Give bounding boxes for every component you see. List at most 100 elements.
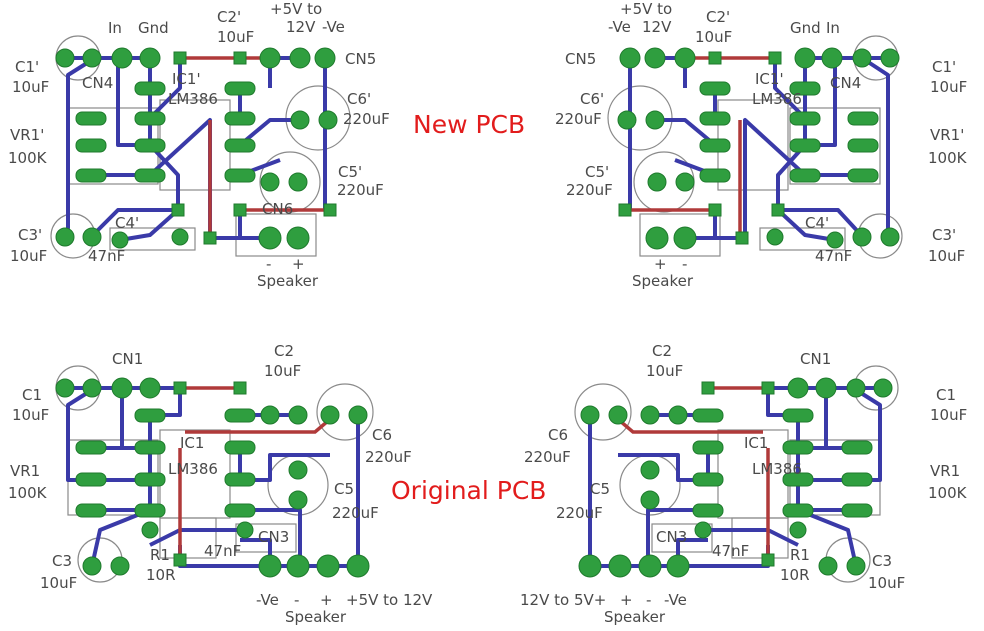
cn3-label: CN3 bbox=[258, 528, 289, 546]
minus-label: - bbox=[646, 591, 651, 609]
c3-value: 10uF bbox=[928, 247, 965, 265]
supply-label-1: +5V to bbox=[270, 0, 322, 18]
cn1-label: CN1 bbox=[800, 350, 831, 368]
c4-value: 47nF bbox=[204, 542, 241, 560]
c6-label: C6 bbox=[372, 426, 392, 444]
cn1-label: CN1 bbox=[112, 350, 143, 368]
c2-label: C2' bbox=[706, 8, 730, 26]
plus-label: + bbox=[620, 591, 633, 609]
speaker-label: Speaker bbox=[285, 608, 347, 626]
c6-value: 220uF bbox=[524, 448, 571, 466]
c4-value: 47nF bbox=[712, 542, 749, 560]
plus-label: + bbox=[292, 255, 305, 273]
minus-label: - bbox=[294, 591, 299, 609]
cn5-label: CN5 bbox=[345, 50, 376, 68]
new-pcb-heading: New PCB bbox=[413, 110, 525, 139]
chip-label: LM386 bbox=[752, 460, 802, 478]
minus-label: - bbox=[682, 255, 687, 273]
vr1-value: 100K bbox=[928, 484, 968, 502]
c1-label: C1' bbox=[932, 58, 956, 76]
labels: C1' 10uF CN4 In Gnd C2' 10uF +5V to 12V … bbox=[8, 0, 390, 290]
chip-label: LM386 bbox=[168, 460, 218, 478]
supply-label: +5V to 12V bbox=[346, 591, 433, 609]
vr1-label: VR1 bbox=[930, 462, 960, 480]
vr1-label: VR1' bbox=[10, 126, 44, 144]
vr1-value: 100K bbox=[8, 149, 48, 167]
pads bbox=[617, 47, 900, 250]
c1-value: 10uF bbox=[12, 406, 49, 424]
c1-value: 10uF bbox=[930, 406, 967, 424]
neg-label: -Ve bbox=[322, 18, 345, 36]
cn4-label: CN4 bbox=[830, 74, 861, 92]
c5-label: C5' bbox=[585, 163, 609, 181]
c5-value: 220uF bbox=[332, 504, 379, 522]
c3-value: 10uF bbox=[868, 574, 905, 592]
c2-label: C2 bbox=[274, 342, 294, 360]
labels: CN1 C1 10uF C2 10uF IC1 LM386 C6 220uF V… bbox=[8, 342, 433, 626]
c6-label: C6 bbox=[548, 426, 568, 444]
c2-value: 10uF bbox=[646, 362, 683, 380]
r1-value: 10R bbox=[146, 566, 176, 584]
gnd-label: Gnd bbox=[138, 19, 169, 37]
speaker-label: Speaker bbox=[604, 608, 666, 626]
c4-value: 47nF bbox=[815, 247, 852, 265]
c6-value: 220uF bbox=[365, 448, 412, 466]
c1-value: 10uF bbox=[930, 78, 967, 96]
c5-label: C5 bbox=[590, 480, 610, 498]
c4-label: C4' bbox=[115, 214, 139, 232]
ic-label: IC1' bbox=[755, 70, 784, 88]
silkscreen-outlines bbox=[607, 35, 903, 259]
chip-label: LM386 bbox=[168, 90, 218, 108]
neg-label: -Ve bbox=[608, 18, 631, 36]
vr1-value: 100K bbox=[8, 484, 48, 502]
c1-label: C1 bbox=[22, 386, 42, 404]
supply-label-2: 12V bbox=[286, 18, 316, 36]
new-pcb-right: +5V to 12V -Ve C2' 10uF CN5 Gnd In C1' 1… bbox=[555, 0, 968, 290]
supply-label-2: 12V bbox=[642, 18, 672, 36]
c6-label: C6' bbox=[580, 90, 604, 108]
cn4-label: CN4 bbox=[82, 74, 113, 92]
cn5-label: CN5 bbox=[565, 50, 596, 68]
speaker-label: Speaker bbox=[632, 272, 694, 290]
c1-label: C1' bbox=[15, 58, 39, 76]
plus-label: + bbox=[320, 591, 333, 609]
vr1-label: VR1 bbox=[10, 462, 40, 480]
new-pcb-left: C1' 10uF CN4 In Gnd C2' 10uF +5V to 12V … bbox=[8, 0, 390, 290]
gnd-label: Gnd bbox=[790, 19, 821, 37]
ic-label: IC1 bbox=[744, 434, 768, 452]
c2-value: 10uF bbox=[217, 28, 254, 46]
c1-value: 10uF bbox=[12, 78, 49, 96]
minus-label: - bbox=[266, 255, 271, 273]
ic-label: IC1 bbox=[180, 434, 204, 452]
c2-value: 10uF bbox=[264, 362, 301, 380]
r1-value: 10R bbox=[780, 566, 810, 584]
original-pcb-heading: Original PCB bbox=[391, 476, 546, 505]
c5-label: C5' bbox=[338, 163, 362, 181]
cn3-label: CN3 bbox=[656, 528, 687, 546]
bottom-traces bbox=[588, 386, 883, 568]
chip-label: LM386 bbox=[752, 90, 802, 108]
labels: +5V to 12V -Ve C2' 10uF CN5 Gnd In C1' 1… bbox=[555, 0, 968, 290]
vr1-value: 100K bbox=[928, 149, 968, 167]
neg-label: -Ve bbox=[664, 591, 687, 609]
c5-value: 220uF bbox=[337, 181, 384, 199]
c3-label: C3 bbox=[872, 552, 892, 570]
c3-label: C3' bbox=[18, 226, 42, 244]
r1-label: R1 bbox=[150, 546, 170, 564]
c5-value: 220uF bbox=[566, 181, 613, 199]
vr1-label: VR1' bbox=[930, 126, 964, 144]
pads bbox=[55, 47, 338, 250]
c5-value: 220uF bbox=[556, 504, 603, 522]
c6-label: C6' bbox=[347, 90, 371, 108]
supply-label: 12V to 5V+ bbox=[520, 591, 606, 609]
c3-value: 10uF bbox=[40, 574, 77, 592]
in-label: In bbox=[108, 19, 122, 37]
c5-label: C5 bbox=[334, 480, 354, 498]
c3-label: C3 bbox=[52, 552, 72, 570]
speaker-label: Speaker bbox=[257, 272, 319, 290]
c2-label: C2' bbox=[217, 8, 241, 26]
cn6-label: CN6 bbox=[262, 200, 293, 218]
c3-value: 10uF bbox=[10, 247, 47, 265]
c4-value: 47nF bbox=[88, 247, 125, 265]
